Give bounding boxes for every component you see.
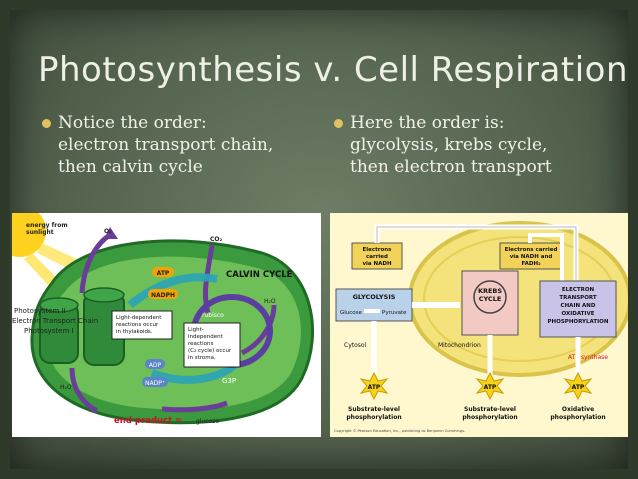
energy-label-1: energy from xyxy=(26,222,68,229)
substrate-level-1-line-2: phosphorylation xyxy=(346,414,401,421)
glucose-label: Glucose xyxy=(340,310,363,316)
h2o-out-arrow xyxy=(240,304,277,356)
left-bullet: Notice the order: electron transport cha… xyxy=(42,112,318,178)
slide-title: Photosynthesis v. Cell Respiration xyxy=(38,50,629,90)
h2o-right-label: H₂O xyxy=(264,298,276,305)
krebs-label-2: CYCLE xyxy=(479,295,502,303)
oxidative-line-2: phosphorylation xyxy=(550,414,605,421)
photosystem-ii-label: Photosystem II xyxy=(14,307,66,315)
right-bullet-line-3: then electron transport xyxy=(350,157,552,177)
light-dep-line-3: in thylakoids. xyxy=(116,329,153,335)
copyright-text: Copyright © Pearson Education, Inc., pub… xyxy=(334,429,465,433)
photosynthesis-svg: energy from sunlight O₂ CO₂ ATP xyxy=(12,213,315,426)
etc-line-2: TRANSPORT xyxy=(559,295,597,301)
electrons-nadh-3: via NADH xyxy=(362,261,392,267)
thylakoid-stack-left xyxy=(39,297,79,364)
nadh-flow-arrow-outline xyxy=(376,226,577,283)
left-bullet-line-3: then calvin cycle xyxy=(58,157,203,177)
atp-star-2 xyxy=(475,371,505,401)
etc-line-3: CHAIN AND xyxy=(561,303,596,309)
atp-label: ATP xyxy=(157,270,170,277)
electrons-fadh-3: FADH₂ xyxy=(522,261,542,267)
electrons-nadh-2: carried xyxy=(366,254,388,260)
atp-label-3: ATP xyxy=(572,384,585,391)
arrowhead xyxy=(104,227,118,239)
adp-label: ADP xyxy=(149,362,162,369)
bullet-dot xyxy=(334,119,343,128)
light-ind-line-5: in stroma. xyxy=(188,355,216,361)
atp-label-2: ATP xyxy=(484,384,497,391)
energy-label-2: sunlight xyxy=(26,229,54,236)
mitochondrion-label: Mitochondrion xyxy=(438,342,481,349)
atp-synthase-label: ATP synthase xyxy=(568,354,608,361)
etc-box xyxy=(539,280,617,338)
glycolysis-label: GLYCOLYSIS xyxy=(353,293,396,301)
adp-badge xyxy=(145,359,165,369)
light-dep-line-2: reactions occur xyxy=(116,322,159,328)
light-ind-line-1: Light- xyxy=(188,327,204,333)
atp-label-1: ATP xyxy=(368,384,381,391)
electrons-nadh-1: Electrons xyxy=(363,247,393,253)
respiration-svg: Electrons carried via NADH Electrons car… xyxy=(334,221,628,433)
electrons-fadh-2: via NADH and xyxy=(510,254,553,260)
substrate-level-1-line-1: Substrate-level xyxy=(348,406,400,413)
g3p-label: G3P xyxy=(222,377,236,385)
atp-star-3 xyxy=(563,371,593,401)
right-bullet-line-1: Here the order is: xyxy=(350,113,505,133)
etc-line-5: PHOSPHORYLATION xyxy=(548,319,609,325)
light-independent-box xyxy=(183,322,241,368)
substrate-level-2-line-1: Substrate-level xyxy=(464,406,516,413)
nadph-badge xyxy=(148,289,178,299)
electrons-fadh-1: Electrons carried xyxy=(505,247,558,253)
atp-badge xyxy=(152,267,174,277)
cell-respiration-diagram: Electrons carried via NADH Electrons car… xyxy=(330,213,628,437)
glucose-arrow xyxy=(161,400,228,413)
atp-star-1 xyxy=(359,371,389,401)
atp-nadph-arrow xyxy=(127,273,218,309)
krebs-cycle-icon xyxy=(473,280,507,314)
etc-line-4: OXIDATIVE xyxy=(562,311,595,317)
photosystem-i-label: Photosystem I xyxy=(24,327,74,335)
o2-label: O₂ xyxy=(104,228,112,235)
left-bullet-line-1: Notice the order: xyxy=(58,113,207,133)
light-dep-line-1: Light-dependent xyxy=(116,315,162,321)
etc-label: Electron Transport Chain xyxy=(12,317,98,325)
substrate-level-2-line-2: phosphorylation xyxy=(462,414,517,421)
co2-label: CO₂ xyxy=(210,236,223,243)
nadp-label: NADP⁺ xyxy=(145,380,165,387)
etc-line-1: ELECTRON xyxy=(562,287,595,293)
light-ind-line-3: reactions xyxy=(188,341,213,347)
light-dependent-box xyxy=(111,310,173,340)
krebs-label-1: KREBS xyxy=(478,287,502,295)
light-ind-line-4: (C₂ cycle) occur xyxy=(188,348,232,354)
calvin-cycle-label: CALVIN CYCLE xyxy=(226,270,293,280)
end-product-label: end product = xyxy=(114,416,182,426)
cytosol-label: Cytosol xyxy=(344,342,367,349)
left-bullet-line-2: electron transport chain, xyxy=(58,135,274,155)
pyruvate-label: Pyruvate xyxy=(382,310,407,316)
nadph-label: NADPH xyxy=(151,292,175,299)
light-ind-line-2: independent xyxy=(188,334,224,340)
right-bullet-line-2: glycolysis, krebs cycle, xyxy=(350,135,548,155)
nadp-badge xyxy=(142,377,168,387)
photosynthesis-diagram: energy from sunlight O₂ CO₂ ATP xyxy=(12,213,321,437)
right-bullet: Here the order is: glycolysis, krebs cyc… xyxy=(334,112,610,178)
glucose-label: glucose xyxy=(196,418,219,425)
h2o-left-label: H₂O xyxy=(60,384,72,391)
water-arrow xyxy=(69,367,99,414)
rubisco-label: rubisco xyxy=(202,312,224,319)
oxidative-line-1: Oxidative xyxy=(562,406,594,413)
bullet-dot xyxy=(42,119,51,128)
fadh-flow-arrow xyxy=(528,233,564,283)
electrons-nadh-box xyxy=(351,242,403,270)
